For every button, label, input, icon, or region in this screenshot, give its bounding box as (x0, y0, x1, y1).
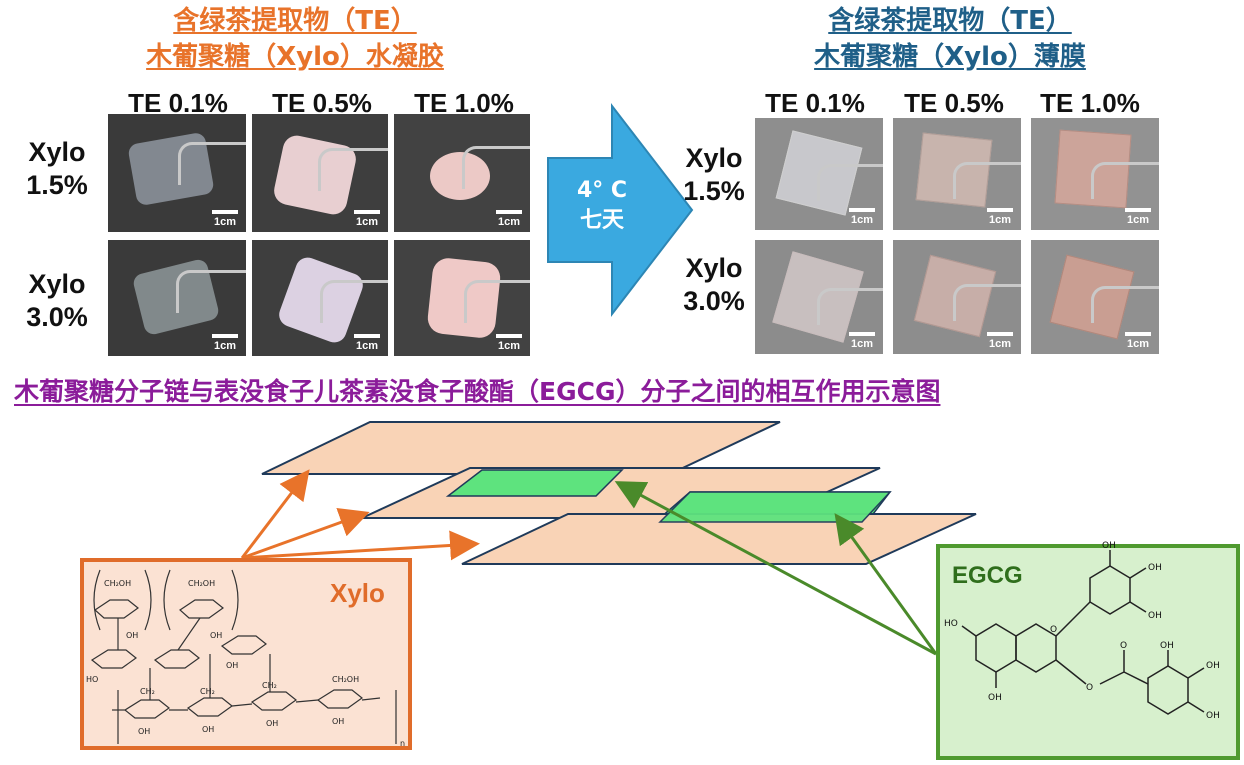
arrow-4c-seven-days (547, 103, 694, 317)
egcg-structure (961, 550, 1205, 715)
row-label-line2: 1.5% (683, 176, 745, 206)
label-oh-1: OH (126, 631, 138, 640)
scale-bar: 1cm (354, 210, 380, 228)
film-col-te-1-0: TE 1.0% (1040, 88, 1140, 118)
egcg-oh-7: OH (1206, 711, 1220, 721)
film-row-xylo-3-0: Xylo 3.0% (670, 252, 758, 318)
label-ch2-2: CH₂ (200, 687, 215, 696)
film-photo-te05-xylo15: 1cm (893, 118, 1021, 230)
hydrogel-col-te-1-0: TE 1.0% (414, 88, 514, 118)
label-ch2oh-2: CH₂OH (188, 579, 215, 588)
egcg-oh-4: OH (988, 693, 1002, 703)
arrow-label: 4° C 七天 (552, 176, 652, 236)
scale-bar: 1cm (849, 208, 875, 226)
label-oh-7: OH (332, 717, 344, 726)
egcg-o-3: O (1050, 625, 1057, 635)
scale-bar: 1cm (496, 334, 522, 352)
label-ho-1: HO (86, 675, 98, 684)
xylo-structure-labels: CH₂OH CH₂OH CH₂OH OH OH HO OH OH OH OH O… (86, 579, 405, 748)
row-label-line1: Xylo (685, 253, 743, 283)
egcg-arrow-2 (834, 513, 938, 655)
film-photo-te10-xylo30: 1cm (1031, 240, 1159, 354)
label-ch2-1: CH₂ (140, 687, 155, 696)
egcg-oh-3: OH (1148, 611, 1162, 621)
hydrogel-photo-te10-xylo30: 1cm (394, 240, 530, 356)
scale-bar: 1cm (212, 210, 238, 228)
row-label-line2: 3.0% (683, 286, 745, 316)
scale-bar: 1cm (212, 334, 238, 352)
hydrogel-photo-te05-xylo15: 1cm (252, 114, 388, 232)
row-label-line1: Xylo (28, 137, 86, 167)
hydrogel-col-te-0-5: TE 0.5% (272, 88, 372, 118)
hydrogel-row-xylo-3-0: Xylo 3.0% (12, 268, 102, 334)
film-photo-te05-xylo30: 1cm (893, 240, 1021, 354)
scale-bar: 1cm (987, 208, 1013, 226)
label-oh-2: OH (210, 631, 222, 640)
egcg-oh-5: OH (1160, 641, 1174, 651)
egcg-box (936, 544, 1240, 760)
arrow-duration: 七天 (579, 208, 624, 233)
egcg-arrow-1 (614, 481, 937, 656)
label-ch2oh-1: CH₂OH (104, 579, 131, 588)
scale-bar: 1cm (1125, 332, 1151, 350)
xylo-label: Xylo (330, 578, 385, 608)
label-ch2-3: CH₂ (262, 681, 277, 690)
row-label-line2: 3.0% (26, 302, 88, 332)
egcg-label: EGCG (952, 562, 1023, 589)
label-oh-5: OH (202, 725, 214, 734)
egcg-o-1: O (1086, 683, 1093, 693)
xylo-arrow-3 (241, 530, 480, 561)
hydrogel-photo-te05-xylo30: 1cm (252, 240, 388, 356)
egcg-layer-1 (445, 469, 624, 497)
egcg-oh-1: OH (1102, 541, 1116, 551)
interaction-diagram: CH₂OH CH₂OH CH₂OH OH OH HO OH OH OH OH O… (80, 421, 1240, 760)
film-row-xylo-1-5: Xylo 1.5% (670, 142, 758, 208)
hydrogel-title-line2: 木葡聚糖（Xylo）水凝胶 (146, 42, 444, 72)
label-oh-4: OH (138, 727, 150, 736)
label-oh-6: OH (266, 719, 278, 728)
scale-bar: 1cm (496, 210, 522, 228)
label-oh-3: OH (226, 661, 238, 670)
scale-bar: 1cm (987, 332, 1013, 350)
xylo-layer-1 (261, 421, 781, 475)
egcg-oh-2: OH (1148, 563, 1162, 573)
hydrogel-row-xylo-1-5: Xylo 1.5% (12, 136, 102, 202)
scale-bar: 1cm (1125, 208, 1151, 226)
film-photo-te01-xylo30: 1cm (755, 240, 883, 354)
label-ch2oh-3: CH₂OH (332, 675, 359, 684)
hydrogel-title-line1: 含绿茶提取物（TE） (173, 6, 417, 36)
interaction-title: 木葡聚糖分子链与表没食子儿茶素没食子酸酯（EGCG）分子之间的相互作用示意图 (14, 377, 941, 406)
egcg-layer-2-top (658, 491, 892, 523)
xylo-arrow-2 (241, 508, 370, 560)
hydrogel-photo-te01-xylo30: 1cm (108, 240, 246, 356)
hydrogel-photo-te10-xylo15: 1cm (394, 114, 530, 232)
xylo-arrow-1 (240, 469, 310, 559)
hydrogel-photo-te01-xylo15: 1cm (108, 114, 246, 232)
row-label-line2: 1.5% (26, 170, 88, 200)
row-label-line1: Xylo (28, 269, 86, 299)
scale-bar: 1cm (354, 334, 380, 352)
film-title-line1: 含绿茶提取物（TE） (828, 6, 1072, 36)
egcg-structure-labels: OH OH OH HO OH OH OH OH O O O (944, 541, 1220, 721)
label-n: n (400, 739, 405, 748)
film-photo-te10-xylo15: 1cm (1031, 118, 1159, 230)
hydrogel-col-te-0-1: TE 0.1% (128, 88, 228, 118)
egcg-oh-6: OH (1206, 661, 1220, 671)
egcg-o-2: O (1120, 641, 1127, 651)
egcg-ho: HO (944, 619, 958, 629)
film-photo-te01-xylo15: 1cm (755, 118, 883, 230)
arrow-temperature: 4° C (576, 178, 628, 203)
film-title-line2: 木葡聚糖（Xylo）薄膜 (814, 42, 1086, 72)
row-label-line1: Xylo (685, 143, 743, 173)
xylo-structure (90, 569, 397, 744)
scale-bar: 1cm (849, 332, 875, 350)
film-col-te-0-1: TE 0.1% (765, 88, 865, 118)
film-col-te-0-5: TE 0.5% (904, 88, 1004, 118)
